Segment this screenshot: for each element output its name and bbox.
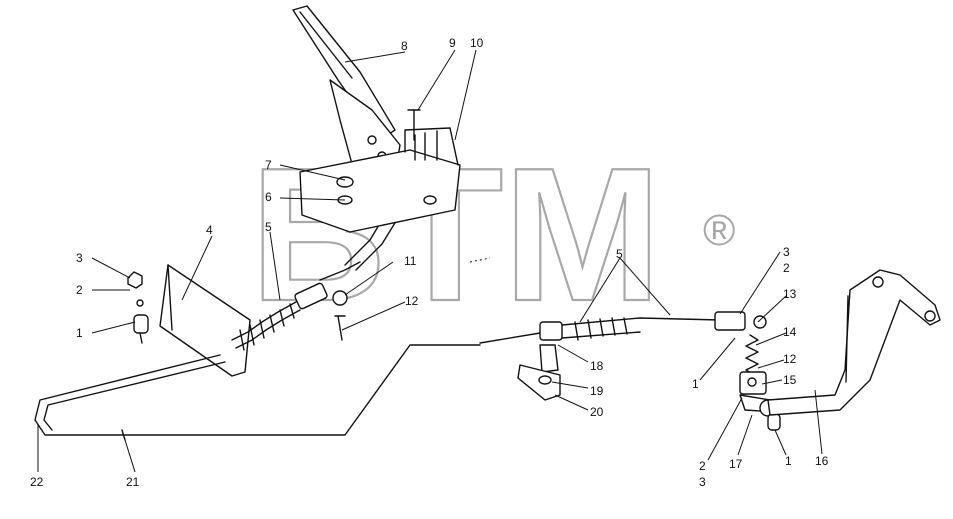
callout-8: 8 <box>401 39 408 53</box>
callout-5: 5 <box>265 220 272 234</box>
callout-2-upper: 2 <box>783 261 790 275</box>
linkage-rod <box>34 344 481 441</box>
callout-3-lower: 3 <box>699 475 706 489</box>
watermark-registered-mark: ® <box>703 206 735 255</box>
callout-3-upper: 3 <box>783 245 790 259</box>
spring-linkage <box>739 334 781 431</box>
callout-15: 15 <box>783 373 797 387</box>
pivot-bracket <box>127 264 251 377</box>
dashed-reference-mark <box>469 257 491 263</box>
callout-10: 10 <box>470 36 484 50</box>
callout-7: 7 <box>265 158 272 172</box>
leader-lines <box>37 49 823 473</box>
callout-21: 21 <box>126 475 140 489</box>
callout-12-rear: 12 <box>783 352 797 366</box>
callout-11: 11 <box>404 254 417 268</box>
callout-12: 12 <box>405 294 419 308</box>
engine-bracket <box>767 269 941 416</box>
intermediate-bracket <box>517 344 561 401</box>
callout-6: 6 <box>265 190 272 204</box>
callout-1-lower: 1 <box>785 454 792 468</box>
pin <box>337 315 343 341</box>
callout-9: 9 <box>449 36 456 50</box>
callout-labels: 8 9 10 7 6 4 5 11 12 3 2 1 5 3 2 13 14 1… <box>30 36 829 489</box>
watermark-text: BTM <box>250 129 662 341</box>
callout-19: 19 <box>590 384 604 398</box>
throttle-cable-rear <box>479 311 767 344</box>
callout-14: 14 <box>783 325 797 339</box>
callout-16: 16 <box>815 454 829 468</box>
watermark: BTM ® <box>249 128 736 342</box>
callout-2-lower: 2 <box>699 459 706 473</box>
callout-5-rear: 5 <box>616 247 623 261</box>
callout-1-rear: 1 <box>692 377 699 391</box>
callout-20: 20 <box>590 405 604 419</box>
throttle-cable-front <box>231 261 361 351</box>
callout-3: 3 <box>76 251 83 265</box>
callout-2: 2 <box>76 283 83 297</box>
callout-4: 4 <box>206 223 213 237</box>
callout-22: 22 <box>30 475 44 489</box>
callout-1: 1 <box>76 326 83 340</box>
pedal-mount-bracket <box>299 109 461 233</box>
callout-13: 13 <box>783 287 797 301</box>
callout-17: 17 <box>729 457 743 471</box>
callout-18: 18 <box>590 359 604 373</box>
